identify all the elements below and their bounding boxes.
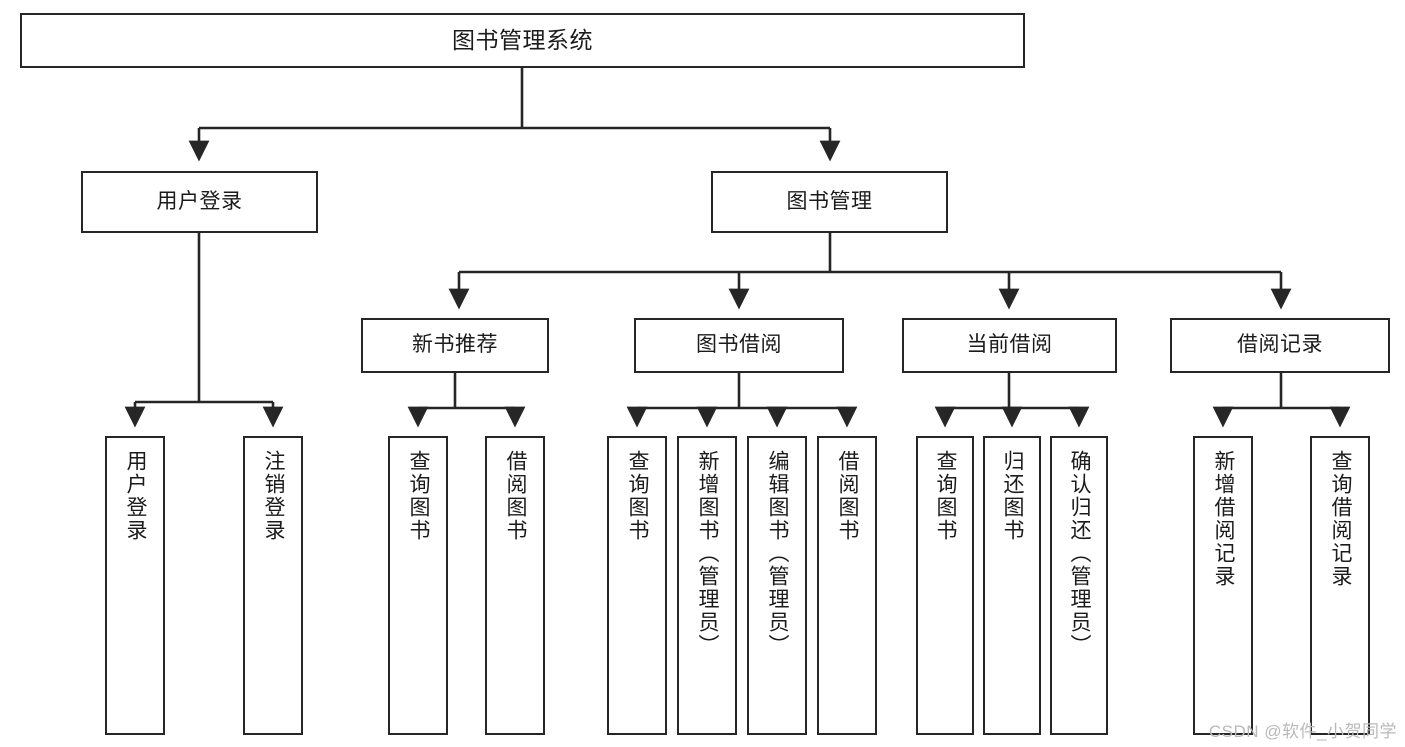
node-book-borrow[interactable]: 图书借阅 [634,318,844,373]
node-leaf-rec-borrow-book[interactable]: 借阅图书 [485,436,545,735]
node-label: 确认归还（管理员） [1068,450,1092,657]
node-user-login[interactable]: 用户登录 [81,171,318,233]
node-label: 用户登录 [124,450,148,542]
node-borrow-record[interactable]: 借阅记录 [1170,318,1390,373]
watermark-text: CSDN @软件_小贺同学 [1208,722,1397,741]
node-leaf-cb-confirm-return[interactable]: 确认归还（管理员） [1050,436,1108,735]
node-leaf-bb-edit-book[interactable]: 编辑图书（管理员） [747,436,807,735]
node-leaf-bb-query-book[interactable]: 查询图书 [607,436,667,735]
node-label: 查询借阅记录 [1329,450,1353,588]
node-leaf-bb-add-book[interactable]: 新增图书（管理员） [677,436,737,735]
node-current-borrow[interactable]: 当前借阅 [902,318,1117,373]
node-leaf-cb-query-book[interactable]: 查询图书 [916,436,974,735]
node-label: 新书推荐 [412,333,498,357]
node-leaf-bb-borrow-book[interactable]: 借阅图书 [817,436,877,735]
node-leaf-user-logout[interactable]: 注销登录 [243,436,303,735]
node-label: 图书管理系统 [452,26,593,53]
node-label: 用户登录 [156,189,243,213]
node-leaf-user-login[interactable]: 用户登录 [105,436,165,735]
node-label: 新增图书（管理员） [696,450,720,657]
node-label: 借阅图书 [504,450,528,542]
node-label: 新增借阅记录 [1212,450,1236,588]
node-label: 当前借阅 [966,333,1053,357]
node-new-book-recommend[interactable]: 新书推荐 [361,318,549,373]
node-label: 借阅图书 [836,450,860,542]
node-label: 借阅记录 [1237,333,1323,357]
node-leaf-br-add-record[interactable]: 新增借阅记录 [1193,436,1253,735]
node-label: 查询图书 [626,450,650,542]
node-label: 编辑图书（管理员） [766,450,790,657]
node-label: 查询图书 [407,450,431,542]
node-root-system[interactable]: 图书管理系统 [20,13,1025,68]
node-leaf-cb-return-book[interactable]: 归还图书 [983,436,1041,735]
node-leaf-br-query-record[interactable]: 查询借阅记录 [1310,436,1370,735]
node-label: 图书管理 [786,189,873,213]
node-label: 图书借阅 [696,333,782,357]
node-book-manage[interactable]: 图书管理 [711,171,948,233]
node-label: 归还图书 [1001,450,1025,542]
node-label: 查询图书 [934,450,958,542]
node-label: 注销登录 [262,450,286,542]
node-leaf-rec-query-book[interactable]: 查询图书 [388,436,448,735]
